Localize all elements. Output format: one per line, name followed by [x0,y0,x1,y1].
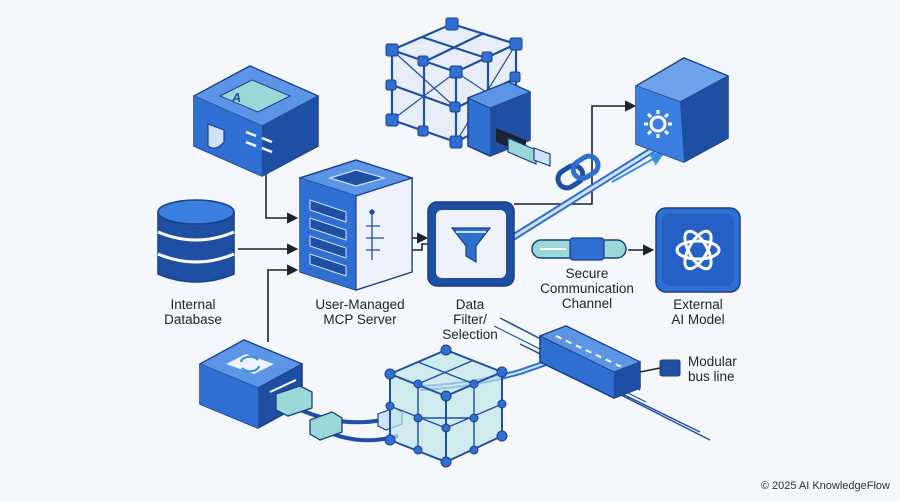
internal-database-label: Internal Database [164,297,222,327]
mcp-server-label: User-Managed MCP Server [315,297,405,327]
ai-processing-cube [634,57,730,163]
data-filter-label: Data Filter/ Selection [442,297,498,342]
diagonal-link [508,140,666,242]
openai-logo-icon [675,229,721,271]
funnel-icon [450,227,492,264]
mcp-server-icon [298,159,414,291]
copyright-footer: © 2025 AI KnowledgeFlow [760,480,890,492]
sync-icon [239,355,261,373]
external-ai-box [655,207,741,293]
modular-bus-segment [538,325,681,399]
secure-channel-label: Secure Communication Channel [540,266,634,311]
gear-icon [644,110,672,138]
chain-link-icon [555,153,601,191]
data-filter-box [427,201,515,287]
arrow-terminal-to-server [265,168,299,224]
shield-icon [207,123,225,149]
arrow-server-lower [412,243,430,251]
external-ai-label: External AI Model [671,297,725,327]
arrow-sync-to-server [267,264,299,342]
usb-connector-icon [466,81,551,167]
bus-line-label: Modular bus line [688,354,737,384]
cable-plugs [275,385,403,441]
terminal-device: A [192,65,320,177]
database-icon [157,199,235,283]
bus-mesh-cube [384,344,508,468]
a-letter-icon: A [231,90,244,105]
secure-channel-tube [531,237,627,261]
